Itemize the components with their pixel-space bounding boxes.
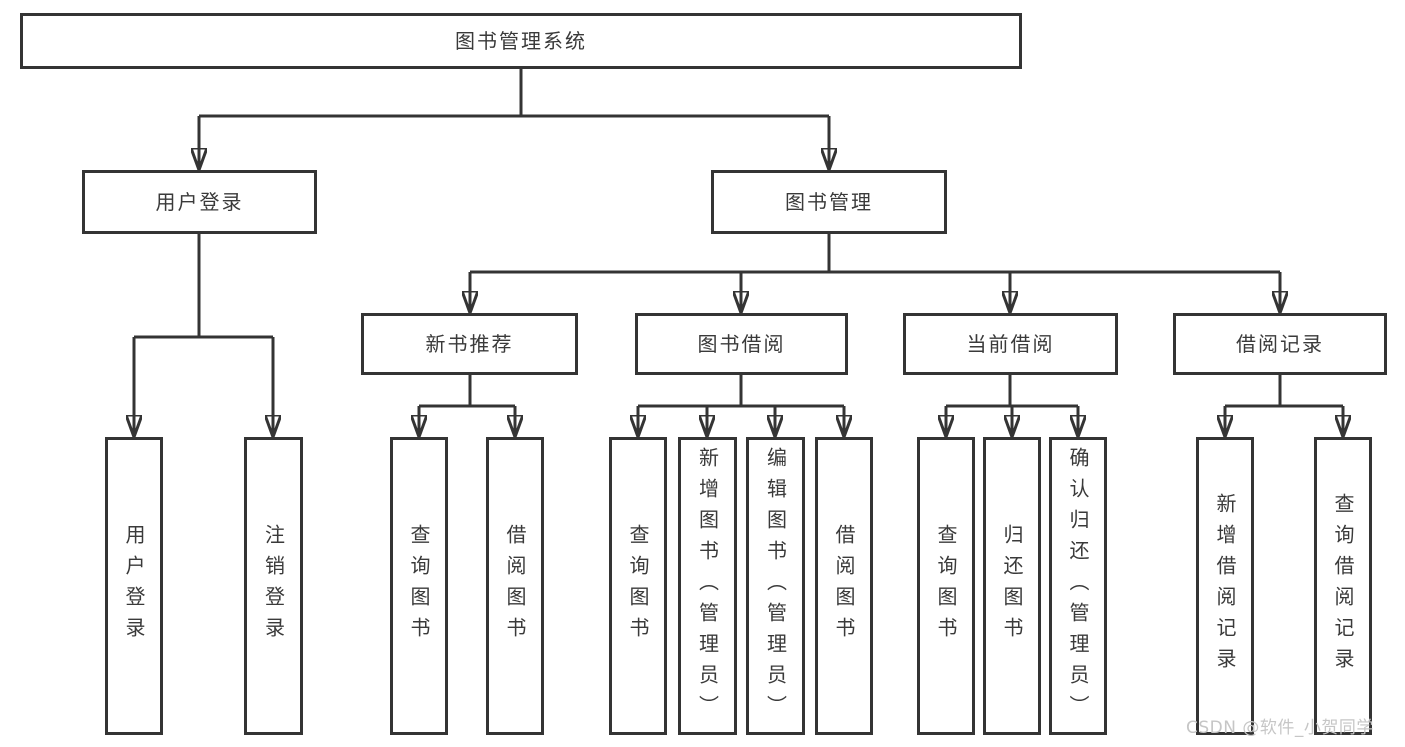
node-leaf-query-borrow-record: 查询借阅记录 bbox=[1314, 437, 1372, 735]
node-leaf-borrow-query-books: 查询图书 bbox=[609, 437, 667, 735]
node-leaf-current-query-books: 查询图书 bbox=[917, 437, 975, 735]
node-user-login: 用户登录 bbox=[82, 170, 317, 234]
csdn-watermark: CSDN @软件_小贺同学 bbox=[1186, 718, 1374, 738]
node-borrow-records: 借阅记录 bbox=[1173, 313, 1387, 375]
node-current-borrow: 当前借阅 bbox=[903, 313, 1118, 375]
node-leaf-add-borrow-record: 新增借阅记录 bbox=[1196, 437, 1254, 735]
node-leaf-confirm-return-admin: 确认归还（管理员） bbox=[1049, 437, 1107, 735]
node-leaf-borrow-books: 借阅图书 bbox=[815, 437, 873, 735]
node-leaf-user-login: 用户登录 bbox=[105, 437, 163, 735]
node-leaf-edit-books-admin: 编辑图书（管理员） bbox=[746, 437, 805, 735]
node-leaf-add-books-admin: 新增图书（管理员） bbox=[678, 437, 737, 735]
node-book-borrow: 图书借阅 bbox=[635, 313, 848, 375]
node-leaf-recommend-borrow-books: 借阅图书 bbox=[486, 437, 544, 735]
node-new-book-recommend: 新书推荐 bbox=[361, 313, 578, 375]
node-leaf-recommend-query-books: 查询图书 bbox=[390, 437, 448, 735]
node-book-management: 图书管理 bbox=[711, 170, 947, 234]
node-root: 图书管理系统 bbox=[20, 13, 1022, 69]
node-leaf-return-books: 归还图书 bbox=[983, 437, 1041, 735]
node-leaf-logout: 注销登录 bbox=[244, 437, 303, 735]
